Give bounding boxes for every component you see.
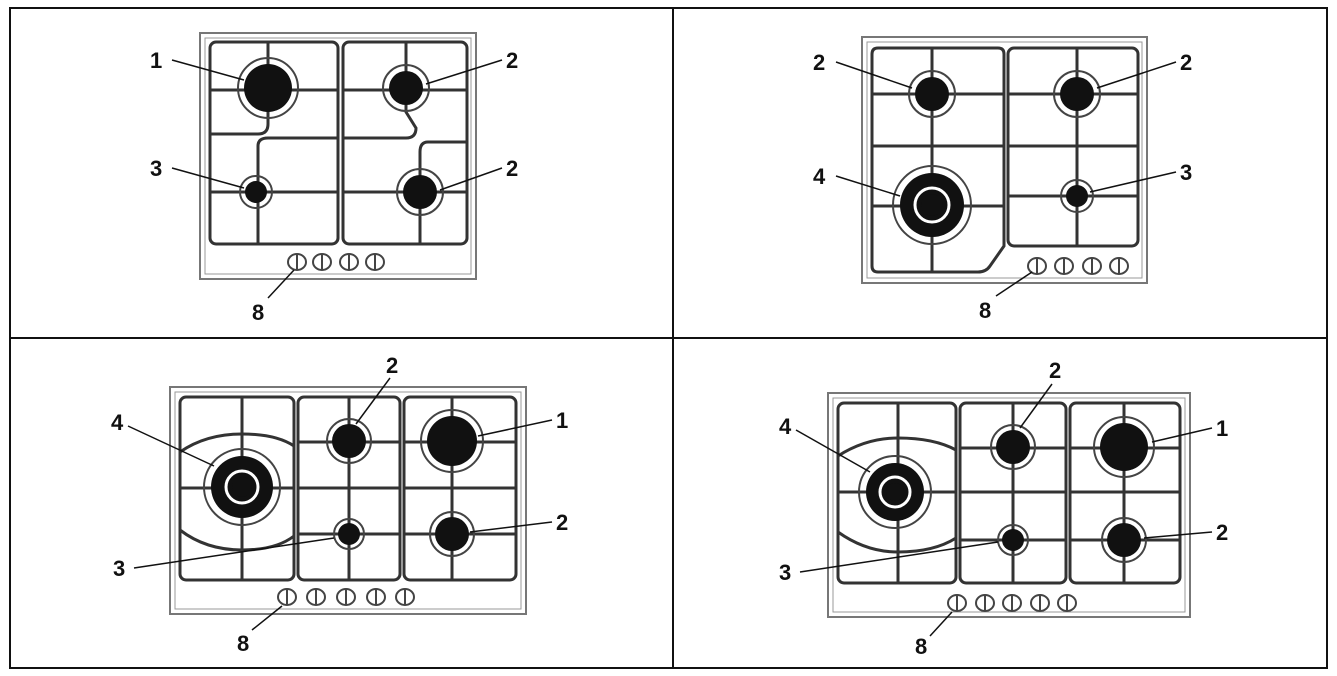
callout-label: 3	[779, 560, 791, 585]
control-knobs	[947, 594, 1077, 612]
callout-label: 4	[779, 414, 792, 439]
burner-large-rear-right	[420, 409, 484, 473]
callout-label: 8	[237, 631, 249, 656]
callout-label: 3	[1180, 160, 1192, 185]
hob-inner-frame	[204, 37, 472, 275]
callout-label: 3	[113, 556, 125, 581]
burner-small-front-left	[239, 175, 273, 209]
burner-medium-rear-right	[382, 64, 430, 112]
callout-label: 1	[150, 48, 162, 73]
burner-medium-rear-left	[908, 70, 956, 118]
hob-inner-frame	[174, 391, 522, 610]
callout-label: 1	[1216, 416, 1228, 441]
burner-small-front-center	[997, 524, 1029, 556]
panel-top-left: 1 2 3 2 8	[150, 32, 518, 325]
burner-medium-rear-center	[326, 418, 372, 464]
burner-small-front-center	[333, 518, 365, 550]
leader-lines	[127, 377, 553, 631]
hob-frame	[169, 386, 527, 615]
callout-label: 4	[111, 410, 124, 435]
burner-medium-front-right	[429, 511, 475, 557]
panel-bottom-right: 2 4 1 2 3 8	[779, 358, 1228, 659]
callout-label: 2	[386, 353, 398, 378]
callout-label: 8	[915, 634, 927, 659]
callout-label: 2	[556, 510, 568, 535]
hob-inner-frame	[866, 41, 1143, 279]
burner-medium-rear-right	[1053, 70, 1101, 118]
leader-lines	[835, 61, 1177, 297]
burner-wok-left	[203, 448, 281, 526]
callout-label: 2	[506, 48, 518, 73]
callout-label: 2	[1049, 358, 1061, 383]
panel-top-right: 2 2 4 3 8	[813, 36, 1192, 323]
callout-label: 2	[1216, 520, 1228, 545]
callout-label: 1	[556, 408, 568, 433]
callout-label: 3	[150, 156, 162, 181]
burner-large-rear-right	[1093, 416, 1155, 478]
callout-label: 2	[1180, 50, 1192, 75]
leader-lines	[171, 59, 503, 299]
burner-wok-front-left	[892, 165, 972, 245]
burner-medium-front-right	[396, 168, 444, 216]
callout-label: 8	[252, 300, 264, 325]
burner-medium-front-right	[1101, 517, 1147, 563]
callout-label: 2	[813, 50, 825, 75]
hob-frame	[827, 392, 1191, 618]
burner-small-front-right	[1060, 179, 1094, 213]
panel-bottom-left: 2 4 1 2 3 8	[111, 353, 568, 656]
leader-lines	[795, 383, 1213, 637]
hob-frame	[861, 36, 1148, 284]
control-knobs	[287, 253, 385, 271]
hob-frame	[199, 32, 477, 280]
control-knobs	[277, 588, 415, 606]
callout-label: 2	[506, 156, 518, 181]
callout-label: 4	[813, 164, 826, 189]
control-knobs	[1027, 257, 1129, 275]
burner-wok-left	[858, 455, 932, 529]
callout-label: 8	[979, 298, 991, 323]
burner-large	[237, 57, 299, 119]
hob-inner-frame	[832, 397, 1186, 613]
burner-medium-rear-center	[990, 424, 1036, 470]
